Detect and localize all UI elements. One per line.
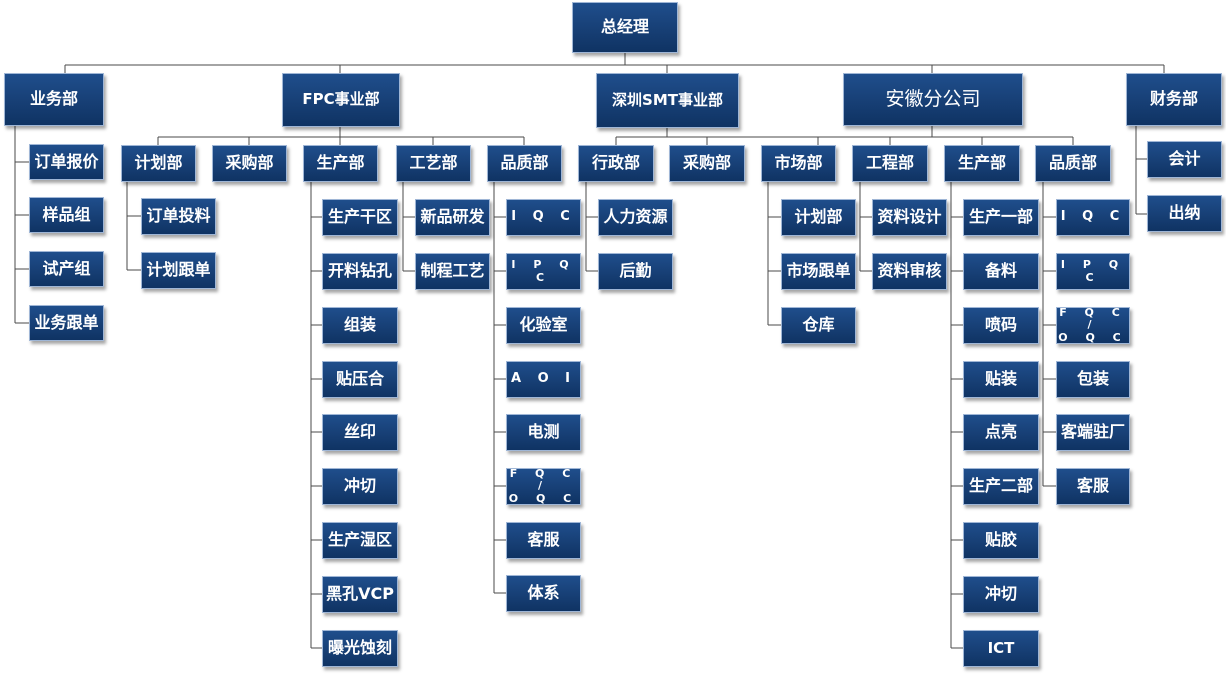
node-anhui-market-followup: 市场跟单	[781, 253, 856, 290]
node-fpc-qa-customer-service: 客服	[506, 522, 581, 559]
node-anhui-engineering: 工程部	[852, 145, 928, 182]
node-anhui-market: 市场部	[761, 145, 836, 182]
node-anhui-prod-light-test: 点亮	[963, 414, 1039, 451]
node-anhui-branch: 安徽分公司	[843, 73, 1023, 126]
node-finance-cashier: 出纳	[1147, 195, 1222, 232]
node-fpc-plan-order: 订单投料	[141, 198, 216, 235]
node-fpc-division: FPC事业部	[282, 73, 400, 127]
node-anhui-market-planning: 计划部	[781, 199, 856, 236]
node-fpc-prod-dry: 生产干区	[322, 199, 398, 236]
node-anhui-prod-dept-one: 生产一部	[963, 199, 1039, 236]
node-fpc-process-engineering: 制程工艺	[415, 253, 490, 290]
node-fpc-plan-followup: 计划跟单	[141, 252, 216, 289]
node-fpc-process: 工艺部	[396, 145, 471, 182]
node-fpc-prod-punching: 冲切	[322, 468, 398, 505]
node-fpc-prod-cutting-drilling: 开料钻孔	[322, 253, 398, 290]
node-fpc-quality: 品质部	[487, 145, 562, 182]
node-fpc-prod-wet: 生产湿区	[322, 522, 398, 559]
node-anhui-production: 生产部	[944, 145, 1020, 182]
node-anhui-qa-iqc: I Q C	[1056, 199, 1130, 236]
node-fpc-prod-black-hole-vcp: 黑孔VCP	[322, 576, 398, 613]
node-finance-accounting: 会计	[1147, 141, 1222, 178]
node-anhui-qa-fqc-oqc: F Q C / O Q C	[1056, 306, 1130, 344]
node-fpc-qa-fqc-oqc: F Q C / O Q C	[506, 467, 581, 505]
node-smt-purchasing: 采购部	[669, 145, 745, 182]
node-smt-admin-hr: 人力资源	[598, 199, 673, 236]
node-fpc-qa-system: 体系	[506, 575, 581, 612]
node-fpc-qa-aoi: A O I	[506, 361, 581, 398]
node-anhui-prod-punching: 冲切	[963, 576, 1039, 613]
node-finance-dept: 财务部	[1126, 73, 1222, 126]
node-fpc-prod-silkscreen: 丝印	[322, 414, 398, 451]
node-fpc-process-new-product: 新品研发	[415, 199, 490, 236]
node-fpc-qa-iqc: I Q C	[506, 199, 581, 236]
node-anhui-prod-dept-two: 生产二部	[963, 468, 1039, 505]
node-anhui-eng-design: 资料设计	[872, 199, 947, 236]
node-general-manager: 总经理	[572, 2, 678, 53]
node-anhui-qa-packaging: 包装	[1056, 361, 1130, 398]
node-fpc-prod-assembly: 组装	[322, 307, 398, 344]
node-business-quote: 订单报价	[29, 144, 104, 180]
node-fpc-qa-electrical-test: 电测	[506, 414, 581, 451]
node-business-sample: 样品组	[29, 197, 104, 233]
node-anhui-prod-mounting: 贴装	[963, 361, 1039, 398]
node-anhui-qa-customer-service: 客服	[1056, 468, 1130, 505]
node-fpc-purchasing: 采购部	[212, 145, 287, 182]
node-fpc-planning: 计划部	[121, 145, 196, 182]
node-anhui-qa-onsite: 客端驻厂	[1056, 414, 1130, 451]
node-fpc-prod-exposure-etching: 曝光蚀刻	[322, 630, 398, 667]
node-business-dept: 业务部	[4, 73, 104, 126]
node-business-followup: 业务跟单	[29, 305, 104, 341]
node-smt-admin: 行政部	[578, 145, 654, 182]
node-anhui-qa-ipqc: I P Q C	[1056, 253, 1130, 290]
node-anhui-eng-review: 资料审核	[872, 253, 947, 290]
node-shenzhen-smt-division: 深圳SMT事业部	[596, 73, 739, 128]
node-fpc-prod-lamination: 贴压合	[322, 361, 398, 398]
node-anhui-prod-ict: ICT	[963, 630, 1039, 667]
node-anhui-prod-taping: 贴胶	[963, 522, 1039, 559]
node-fpc-qa-lab: 化验室	[506, 307, 581, 344]
node-anhui-prod-material-prep: 备料	[963, 253, 1039, 290]
node-anhui-market-warehouse: 仓库	[781, 307, 856, 344]
node-anhui-quality: 品质部	[1035, 145, 1111, 182]
node-fpc-qa-ipqc: I P Q C	[506, 253, 581, 290]
node-anhui-prod-inkjet: 喷码	[963, 307, 1039, 344]
node-smt-admin-logistics: 后勤	[598, 253, 673, 290]
node-fpc-production: 生产部	[303, 145, 378, 182]
node-business-trial: 试产组	[29, 251, 104, 287]
